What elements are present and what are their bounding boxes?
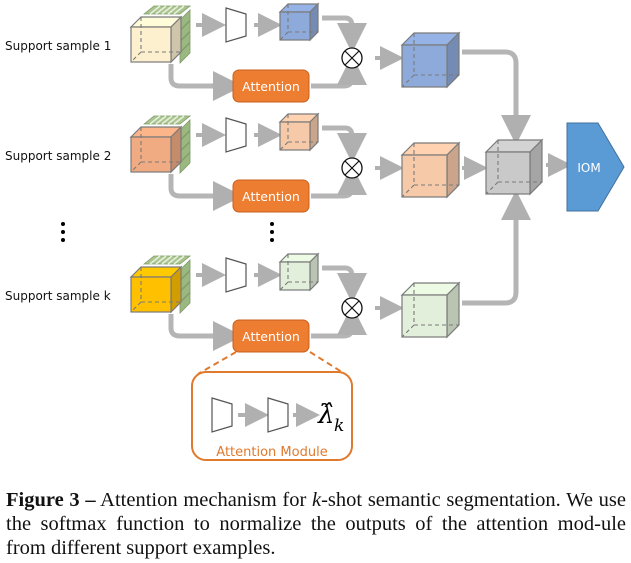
multiply-icon [341, 47, 363, 69]
row-3: Support sample k Attention [5, 252, 461, 353]
attention-button: Attention [232, 69, 310, 103]
connector [168, 64, 243, 101]
ellipsis-icon [270, 222, 274, 242]
attention-box [232, 69, 310, 103]
iom-label: IOM [577, 161, 600, 175]
figure-caption: Figure 3 – Attention mechanism for k-sho… [6, 488, 626, 560]
input-cube [129, 125, 183, 174]
attention-button: Attention [232, 319, 310, 353]
connector [322, 125, 367, 163]
connector-bottom [462, 190, 531, 306]
attention-box [232, 179, 310, 213]
weighted-cube [400, 31, 461, 89]
caption-text-1: Attention mechanism for [95, 489, 312, 511]
caption-label: Figure 3 – [6, 489, 96, 511]
attention-label: Attention [242, 189, 300, 204]
feature-cube [278, 112, 320, 152]
ellipsis-icon [61, 222, 65, 242]
feature-stack [142, 115, 192, 174]
input-cube [129, 15, 183, 64]
row-1: Support sample 1 Attention [5, 2, 461, 103]
row-label: Support sample 1 [5, 39, 111, 53]
row-2: Support sample 2 Attention [5, 112, 461, 213]
input-cube [129, 265, 183, 314]
multiply-icon [341, 157, 363, 179]
attention-module-title: Attention Module [216, 445, 327, 460]
lambda-symbol: λ̂ [317, 400, 334, 430]
connector [322, 265, 367, 303]
caption-text-2: -shot semantic segmentation. We use the … [6, 489, 626, 559]
attention-label: Attention [242, 79, 300, 94]
feature-cube [278, 252, 320, 292]
row-label: Support sample k [5, 289, 111, 303]
fc-layer-icon [267, 397, 289, 433]
weighted-cube [400, 141, 461, 199]
attention-button: Attention [232, 179, 310, 213]
weighted-cube [400, 281, 461, 339]
dashed-link [197, 351, 237, 375]
feature-cube [278, 2, 320, 42]
encoder-icon [225, 257, 247, 293]
feature-stack [142, 255, 192, 314]
connector [311, 305, 367, 339]
connector [168, 174, 243, 211]
aggregate-cube [484, 138, 544, 196]
connector [322, 15, 367, 53]
iom-block: IOM [566, 122, 625, 212]
caption-text-italic: k [312, 489, 322, 511]
feature-stack [142, 5, 192, 64]
row-label: Support sample 2 [5, 149, 111, 163]
attention-box [232, 319, 310, 353]
fc-layer-icon [211, 397, 233, 433]
connector [311, 55, 367, 89]
connector [311, 165, 367, 199]
encoder-icon [225, 7, 247, 43]
connector-top [462, 49, 531, 145]
multiply-icon [341, 297, 363, 319]
attention-label: Attention [242, 329, 300, 344]
lambda-subscript: k [334, 416, 344, 436]
encoder-icon [225, 117, 247, 153]
connector [168, 314, 243, 351]
dashed-link [309, 351, 346, 375]
